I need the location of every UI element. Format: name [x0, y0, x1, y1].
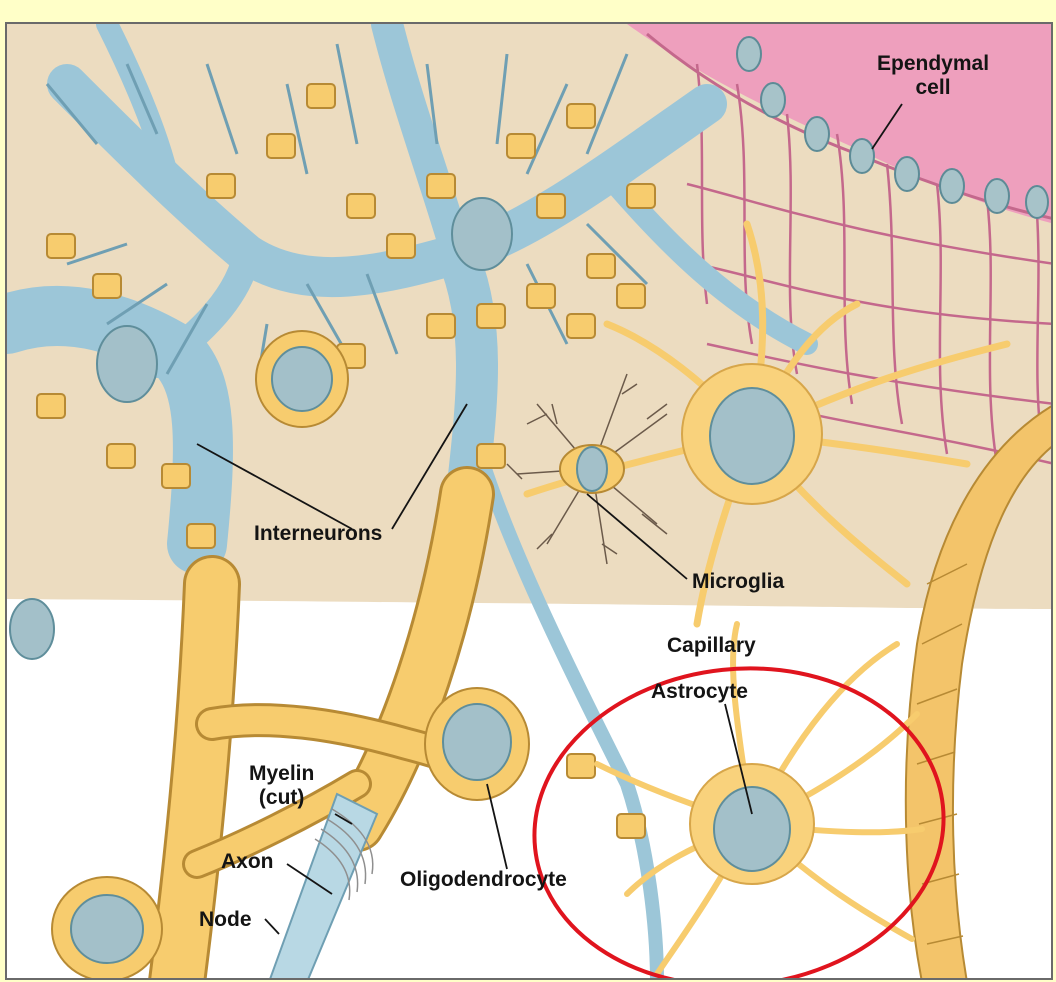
label-node: Node [199, 908, 252, 932]
label-microglia: Microglia [692, 570, 784, 594]
label-interneurons: Interneurons [254, 522, 382, 546]
oligodendrocyte-cell [425, 688, 529, 800]
label-oligodendrocyte: Oligodendrocyte [400, 868, 567, 892]
label-capillary: Capillary [667, 634, 756, 658]
label-myelin-cut: Myelin(cut) [249, 762, 314, 809]
label-axon: Axon [221, 850, 274, 874]
label-astrocyte: Astrocyte [651, 680, 748, 704]
neuroglia-illustration [7, 24, 1053, 980]
